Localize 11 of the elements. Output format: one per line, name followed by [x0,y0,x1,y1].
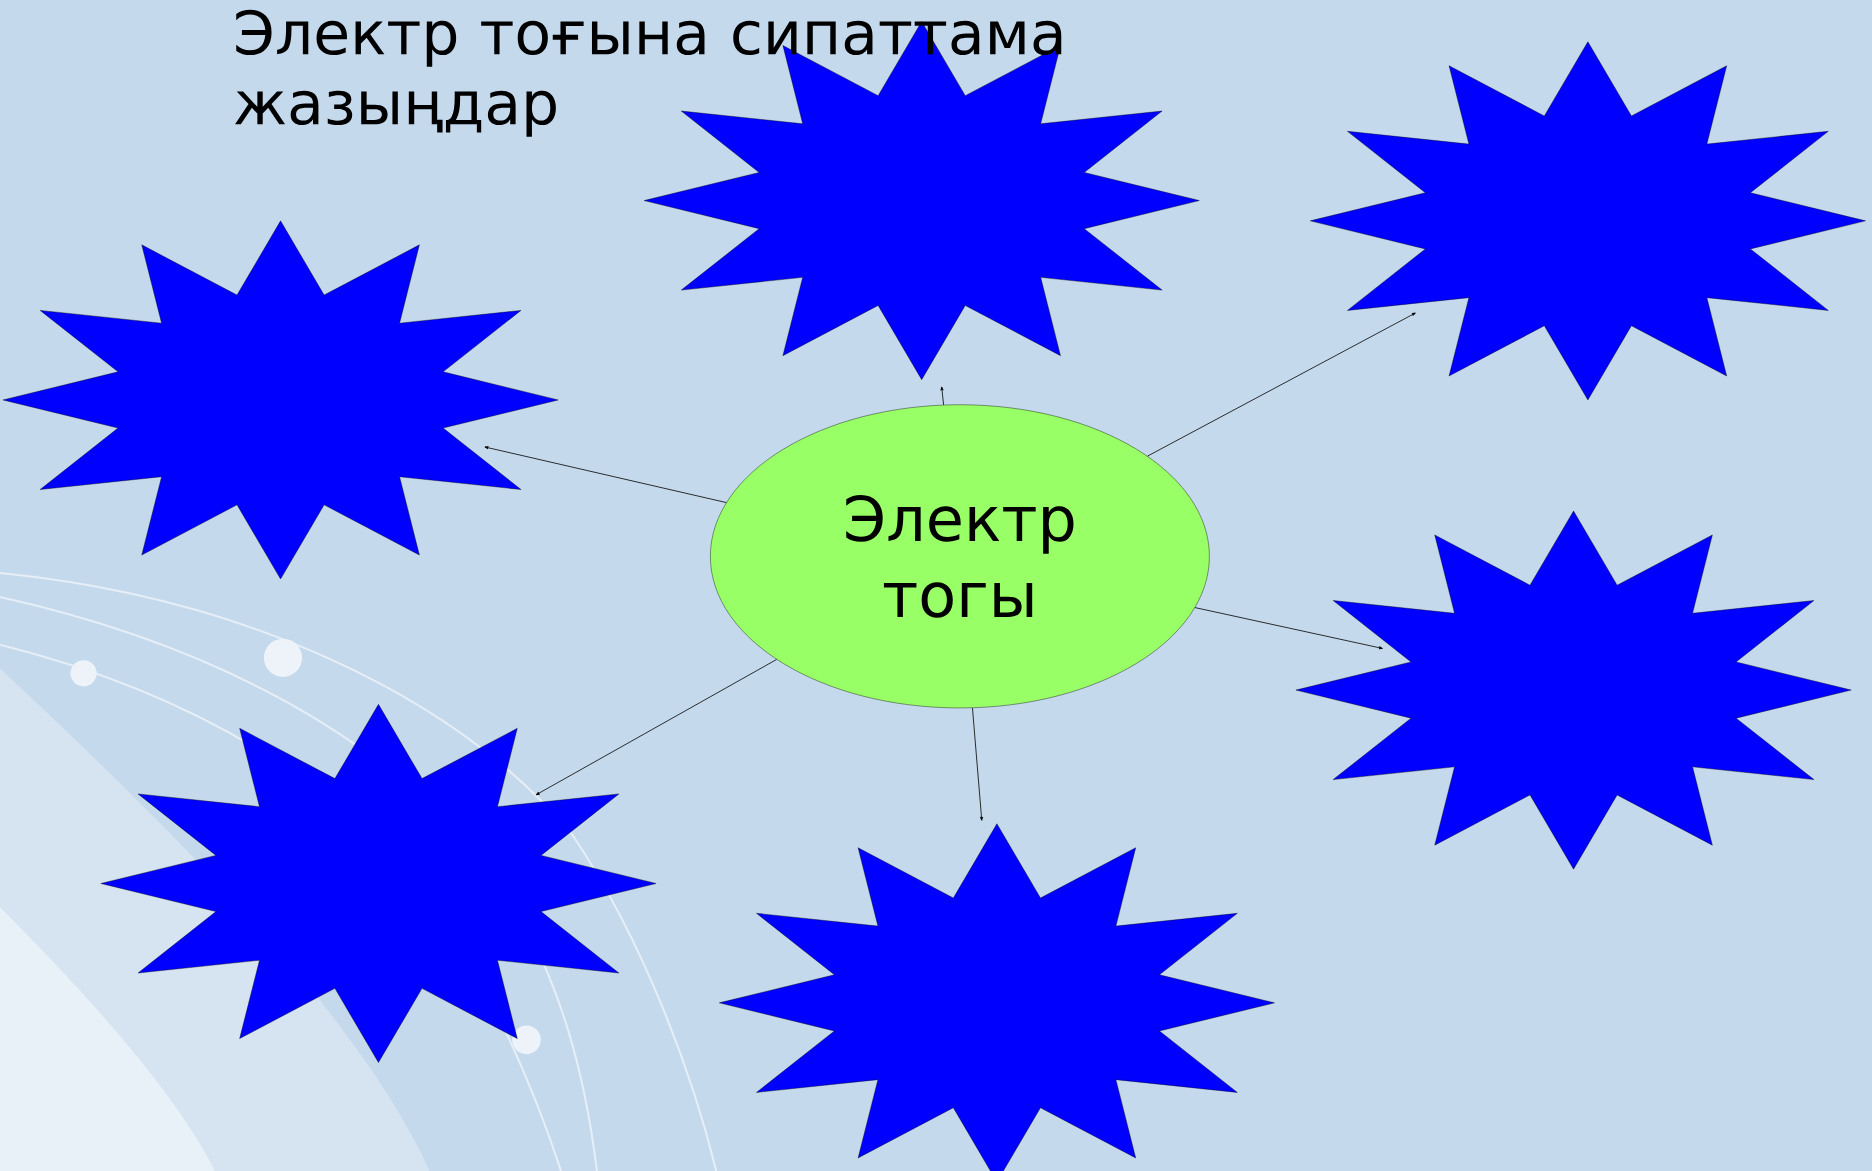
arrow [484,446,727,503]
starburst-shape [2,220,559,580]
arrow [535,658,778,796]
arrow [972,707,983,821]
arrow [1147,312,1416,457]
arrow [1194,607,1383,650]
starburst-shape [1310,41,1866,401]
starburst-shape [719,823,1275,1171]
starburst-shape [100,704,657,1063]
starburst-shape [1295,510,1852,870]
arrow [940,386,944,406]
